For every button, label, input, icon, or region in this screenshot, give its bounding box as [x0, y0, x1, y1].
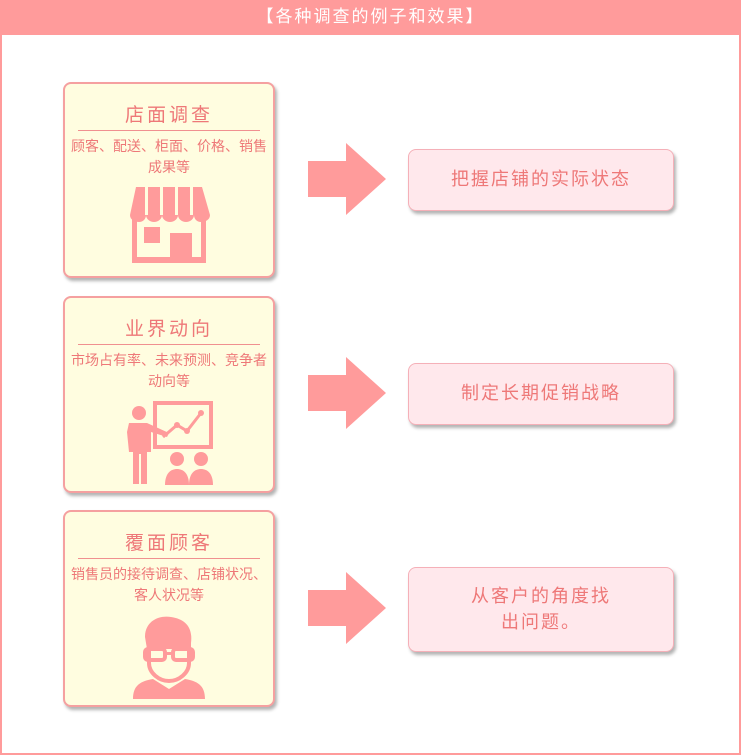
arrow-icon	[308, 357, 386, 429]
card-store-survey: 店面调查 顾客、配送、柜面、价格、销售成果等	[63, 82, 275, 278]
result-box: 从客户的角度找出问题。	[408, 567, 674, 652]
result-box: 制定长期促销战略	[408, 363, 674, 425]
customer-icon	[133, 616, 205, 699]
divider	[78, 558, 260, 559]
card-desc: 销售员的接待调查、店铺状况、客人状况等	[71, 567, 267, 604]
divider	[78, 130, 260, 131]
header-title: 【各种调查的例子和效果】	[0, 0, 741, 35]
arrow-icon	[308, 143, 386, 215]
card-title: 店面调查	[124, 104, 213, 126]
result-box: 把握店铺的实际状态	[408, 149, 674, 211]
card-desc: 顾客、配送、柜面、价格、销售成果等	[71, 139, 267, 176]
presentation-icon	[127, 401, 213, 485]
card-industry-trends: 业界动向 市场占有率、未来预测、竞争者动向等	[63, 296, 275, 493]
arrow-icon	[308, 572, 386, 644]
card-title: 业界动向	[124, 318, 213, 340]
store-icon	[130, 187, 210, 263]
card-title: 覆面顾客	[124, 532, 213, 554]
card-mystery-shopper: 覆面顾客 销售员的接待调查、店铺状况、客人状况等	[63, 510, 275, 707]
card-desc: 市场占有率、未来预测、竞争者动向等	[71, 353, 267, 390]
divider	[78, 344, 260, 345]
